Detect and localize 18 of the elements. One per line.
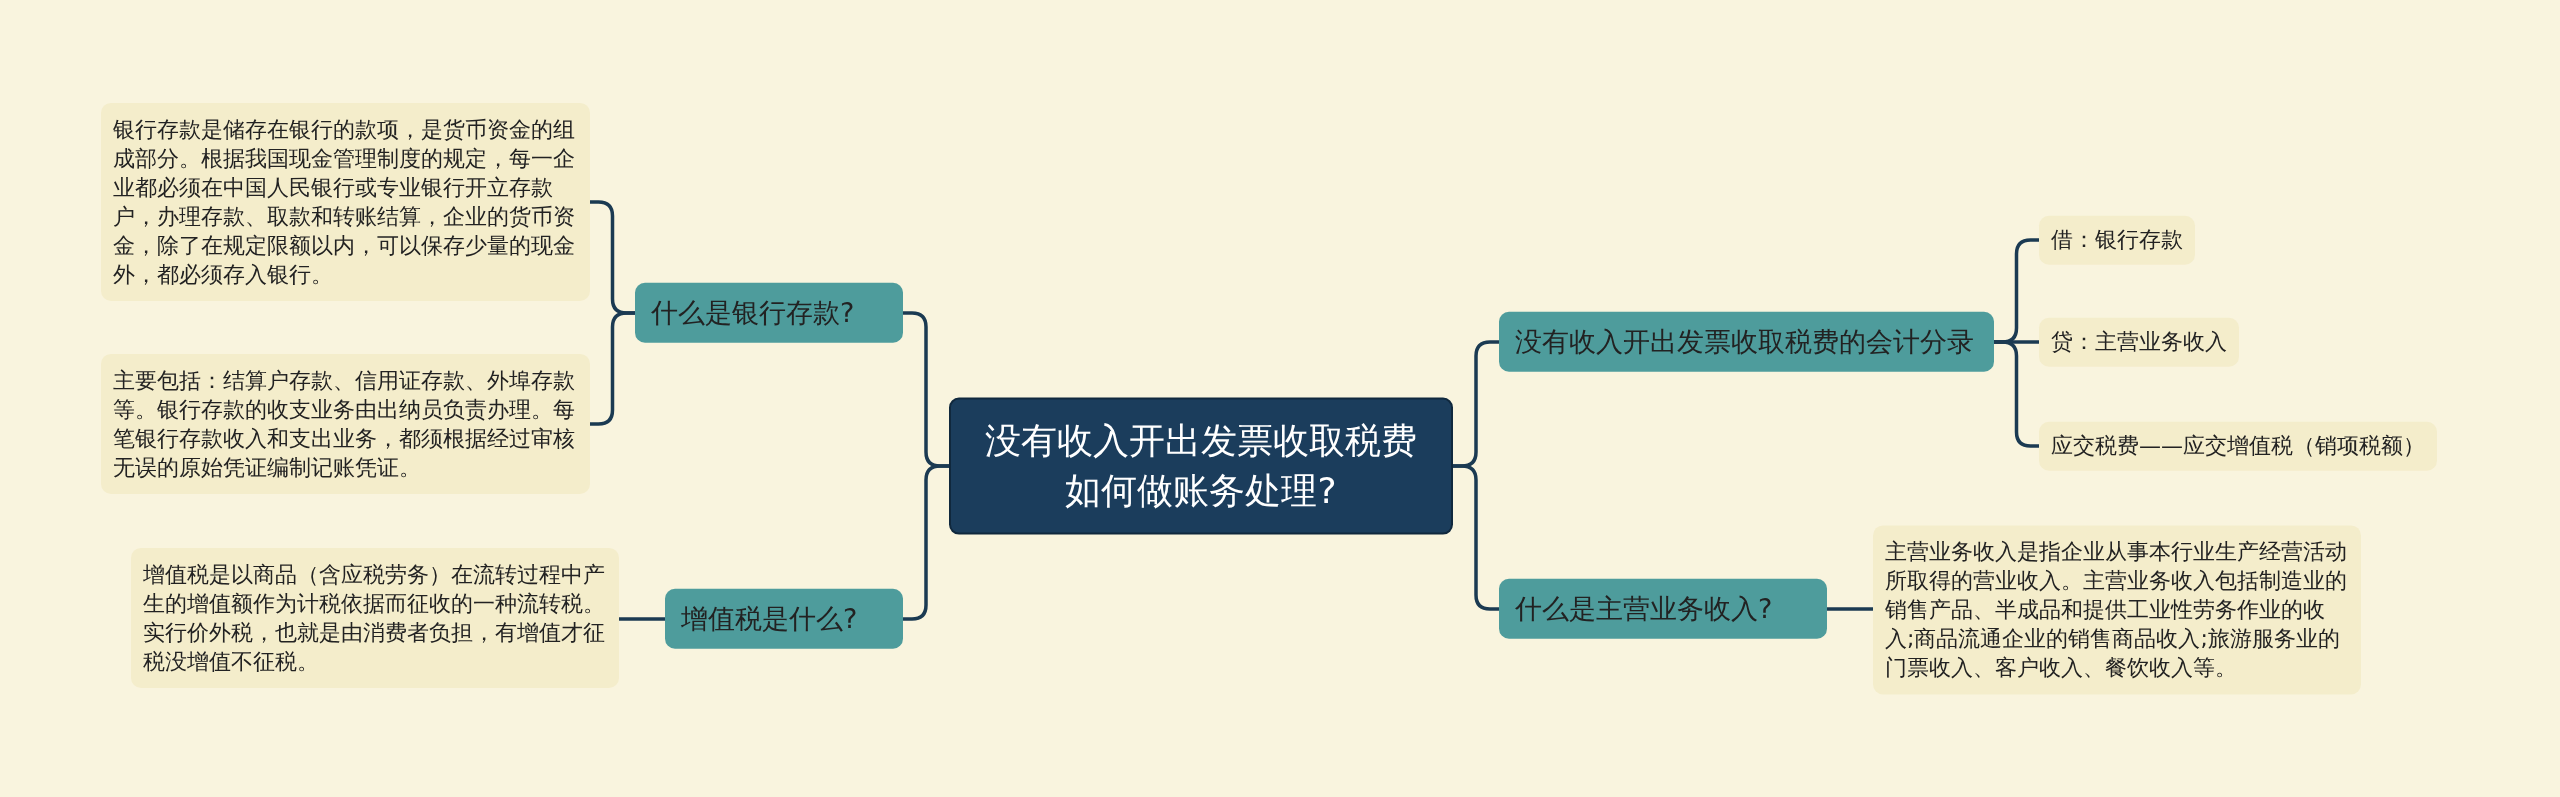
topic-box: 增值税是什么? <box>665 588 903 650</box>
note-box: 银行存款是储存在银行的款项，是货币资金的组成部分。根据我国现金管理制度的规定，每一企业都必须在中国人民银行或专业银行开立存款户，办理存款、取款和转账结算，企业的货币资金，除了在规定限额以内，可以保存少量的现金外，都必须存入银行。 <box>101 102 590 302</box>
note-box: 增值税是以商品（含应税劳务）在流转过程中产生的增值额作为计税依据而征收的一种流转税。实行价外税，也就是由消费者负担，有增值才征税没增值不征税。 <box>131 547 619 689</box>
topic-box: 什么是银行存款? <box>635 282 903 344</box>
note-box: 主要包括：结算户存款、信用证存款、外埠存款等。银行存款的收支业务由出纳员负责办理。每笔银行存款收入和支出业务，都须根据经过审核无误的原始凭证编制记账凭证。 <box>101 353 590 495</box>
note-box: 主营业务收入是指企业从事本行业生产经营活动所取得的营业收入。主营业务收入包括制造业的销售产品、半成品和提供工业性劳务作业的收入;商品流通企业的销售商品收入;旅游服务业的门票收入、客户收入、餐饮收入等。 <box>1873 525 2361 695</box>
topic-box: 什么是主营业务收入? <box>1499 578 1827 640</box>
connector <box>590 311 635 426</box>
topic-box: 没有收入开出发票收取税费的会计分录 <box>1499 311 1994 373</box>
connector <box>1827 607 1873 611</box>
note-box: 应交税费——应交增值税（销项税额） <box>2039 421 2437 471</box>
note-box: 贷：主营业务收入 <box>2039 317 2239 367</box>
connector <box>1453 464 1499 611</box>
central-topic-box: 没有收入开出发票收取税费如何做账务处理? <box>949 397 1453 535</box>
connector <box>903 464 949 621</box>
connector <box>1994 340 2039 448</box>
connector <box>619 617 665 621</box>
note-box: 借：银行存款 <box>2039 215 2195 265</box>
